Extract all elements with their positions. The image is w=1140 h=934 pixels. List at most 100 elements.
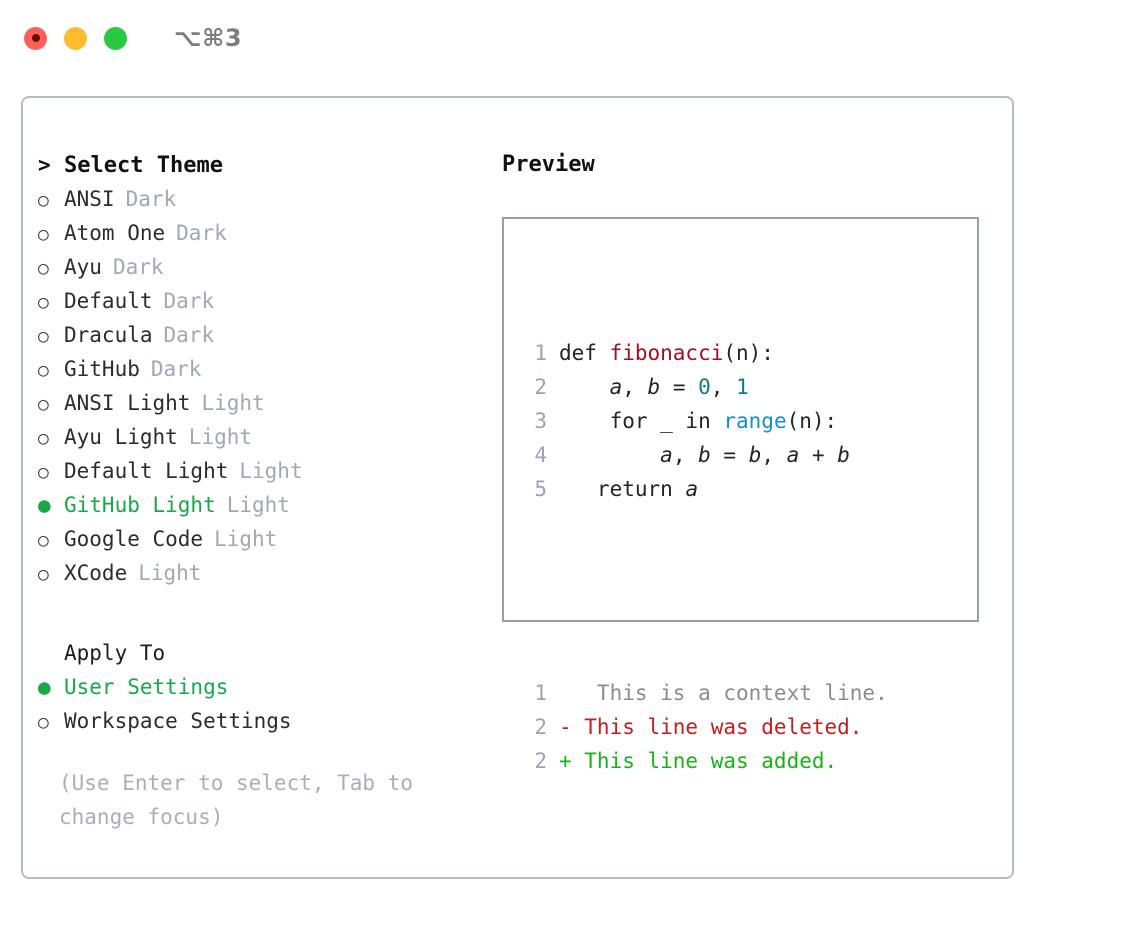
theme-list-item[interactable]: ○ GitHub Dark [38, 352, 478, 386]
spacer [38, 590, 478, 636]
code-token: b [748, 443, 762, 467]
code-token: 0 [698, 375, 711, 399]
radio-unselected-icon: ○ [38, 326, 49, 347]
code-token: a [660, 443, 673, 467]
radio-unselected-icon: ○ [38, 530, 49, 551]
theme-list-item[interactable]: ○ ANSI Light Light [38, 386, 478, 420]
line-number: 3 [534, 409, 547, 433]
apply-to-option-label: Workspace Settings [64, 709, 292, 733]
radio-unselected-icon: ○ [38, 292, 49, 313]
theme-list-item[interactable]: ○ Ayu Light Light [38, 420, 478, 454]
theme-kind-badge: Dark [163, 289, 215, 313]
radio-unselected-icon: ○ [38, 462, 49, 483]
diff-line: 2- This line was deleted. [521, 710, 888, 744]
theme-list-item[interactable]: ○ XCode Light [38, 556, 478, 590]
code-token: for _ in [559, 409, 724, 433]
code-line: 3 for _ in range(n): [521, 404, 888, 438]
theme-kind-badge: Dark [150, 357, 202, 381]
diff-text: This is a context line. [559, 681, 888, 705]
radio-selected-icon: ● [38, 493, 51, 517]
radio-unselected-icon: ○ [38, 428, 49, 449]
theme-name: GitHub Light [64, 493, 216, 517]
radio-unselected-icon: ○ [38, 564, 49, 585]
theme-kind-badge: Light [188, 425, 253, 449]
apply-to-options: ● User Settings ○ Workspace Settings [38, 670, 478, 738]
code-token: , [672, 443, 699, 467]
line-number: 4 [534, 443, 547, 467]
apply-to-option[interactable]: ○ Workspace Settings [38, 704, 478, 738]
theme-name: Dracula [64, 323, 153, 347]
code-token: b [837, 443, 850, 467]
keyboard-hint: (Use Enter to select, Tab to change focu… [59, 771, 426, 829]
code-token: (n): [723, 341, 774, 365]
theme-name: XCode [64, 561, 128, 585]
window-controls [24, 26, 127, 50]
line-number: 2 [534, 715, 547, 739]
code-token [559, 443, 660, 467]
diff-text: + This line was added. [559, 749, 838, 773]
theme-name: ANSI Light [64, 391, 191, 415]
theme-kind-badge: Light [226, 493, 290, 517]
code-token [559, 375, 610, 399]
theme-name: Default Light [64, 459, 229, 483]
minimize-button[interactable] [64, 26, 87, 50]
theme-kind-badge: Light [239, 459, 303, 483]
line-number: 2 [534, 749, 547, 773]
preview-title: Preview [502, 152, 595, 177]
apply-to-header: Apply To [38, 636, 478, 670]
apply-to-option-label: User Settings [64, 675, 229, 699]
theme-name: Ayu Light [64, 425, 178, 449]
theme-list-item[interactable]: ● GitHub Light Light [38, 488, 478, 522]
theme-name: Default [64, 289, 153, 313]
code-token: a [609, 375, 623, 399]
line-number: 1 [534, 681, 547, 705]
theme-kind-badge: Light [214, 527, 278, 551]
theme-name: ANSI [64, 187, 115, 211]
radio-selected-icon: ● [38, 675, 51, 699]
theme-name: Atom One [64, 221, 166, 245]
code-token: = [660, 375, 699, 399]
theme-list-item[interactable]: ○ Default Dark [38, 284, 478, 318]
theme-kind-badge: Light [201, 391, 265, 415]
code-token: + [799, 443, 838, 467]
line-number: 2 [534, 375, 547, 399]
theme-list-item[interactable]: ○ Default Light Light [38, 454, 478, 488]
radio-unselected-icon: ○ [38, 394, 49, 415]
apply-to-label: Apply To [64, 641, 166, 665]
select-theme-header: > Select Theme [38, 148, 478, 182]
theme-name: GitHub [64, 357, 140, 381]
select-theme-title: Select Theme [64, 153, 223, 178]
close-button[interactable] [24, 26, 47, 50]
code-blank-line [521, 574, 888, 608]
code-token: b [698, 443, 711, 467]
radio-unselected-icon: ○ [38, 190, 49, 211]
radio-unselected-icon: ○ [38, 712, 49, 733]
radio-unselected-icon: ○ [38, 224, 49, 245]
apply-to-option[interactable]: ● User Settings [38, 670, 478, 704]
theme-kind-badge: Light [138, 561, 202, 585]
diff-sample: 1 This is a context line. 2- This line wa… [521, 676, 888, 778]
theme-name: Google Code [64, 527, 204, 551]
zoom-button[interactable] [104, 26, 127, 50]
radio-unselected-icon: ○ [38, 258, 49, 279]
code-token: , [622, 375, 648, 399]
code-token: a [685, 477, 699, 501]
code-line: 4 a, b = b, a + b [521, 438, 888, 472]
code-token: return [559, 477, 686, 501]
code-token: range [723, 409, 787, 433]
code-token: fibonacci [609, 341, 724, 365]
radio-unselected-icon: ○ [38, 360, 49, 381]
code-token: , [761, 443, 787, 467]
theme-list-item[interactable]: ○ Google Code Light [38, 522, 478, 556]
code-token: def [559, 341, 610, 365]
code-token: (n): [786, 409, 838, 433]
